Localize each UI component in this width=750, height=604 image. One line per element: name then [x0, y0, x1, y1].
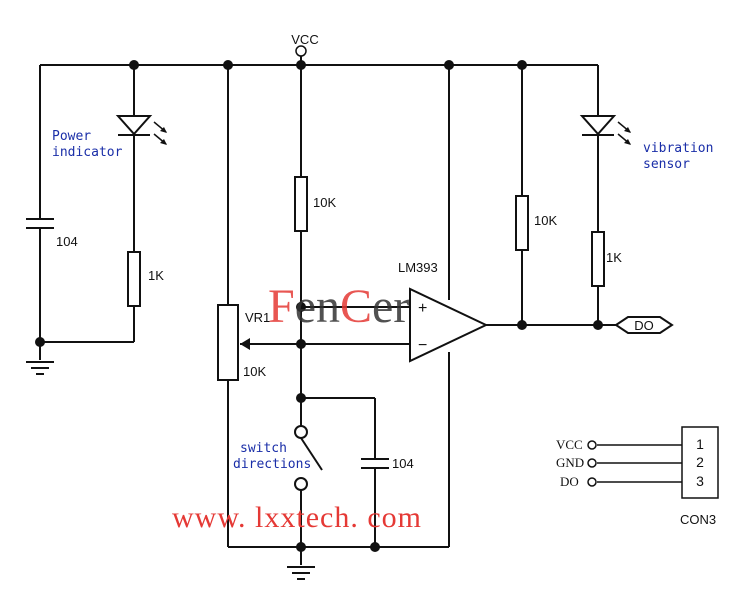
vibration-led [579, 115, 631, 145]
power-indicator-note-line2: indicator [52, 145, 123, 160]
vr1-name: VR1 [245, 310, 270, 325]
capacitor-c1-value: 104 [56, 234, 78, 249]
resistor-led1 [127, 251, 141, 307]
switch-note-line2: directions [233, 457, 311, 472]
brand-part-2: en [295, 280, 340, 333]
vr1-value: 10K [243, 364, 266, 379]
resistor-pullup-value: 10K [534, 213, 557, 228]
power-led [115, 115, 167, 145]
vr1-wiper-arrow [240, 338, 250, 350]
potentiometer-vr1 [217, 304, 239, 381]
vcc-terminal [295, 45, 307, 57]
con3-pin2-signal: GND [556, 455, 584, 470]
site-watermark: www. lxxtech. com [172, 501, 422, 534]
do-output-port [614, 316, 674, 334]
switch-contact-top [294, 425, 308, 439]
con3-pin1-signal: VCC [556, 437, 583, 452]
junction-dots [35, 60, 603, 552]
noninv-input-sign: + [418, 300, 427, 317]
resistor-led2-value: 1K [606, 250, 622, 265]
vibration-sensor-note-line1: vibration [643, 141, 713, 156]
brand-part-3: C [340, 280, 372, 333]
vcc-label: VCC [291, 32, 318, 47]
do-output-label: DO [634, 318, 654, 333]
con3-pin1-number: 1 [696, 436, 704, 452]
resistor-led1-value: 1K [148, 268, 164, 283]
con3-pin3-number: 3 [696, 473, 704, 489]
capacitor-c2-value: 104 [392, 456, 414, 471]
switch-note-line1: switch [240, 441, 287, 456]
resistor-r-top [294, 176, 308, 232]
comparator-label: LM393 [398, 260, 438, 275]
power-indicator-note-line1: Power [52, 129, 91, 144]
con3-pin3-signal: DO [560, 474, 579, 489]
con3-pin2-number: 2 [696, 454, 704, 470]
resistor-r-top-value: 10K [313, 195, 336, 210]
brand-part-1: F [268, 280, 295, 333]
brand-part-4: er [372, 280, 409, 333]
inv-input-sign: − [418, 337, 427, 354]
comparator-lm393 [409, 287, 489, 363]
vibration-sensor-note-line2: sensor [643, 157, 690, 172]
con3-label: CON3 [680, 512, 716, 527]
ground-symbol-left [26, 361, 54, 375]
resistor-led2 [591, 231, 605, 287]
ground-symbol-bottom [287, 566, 315, 580]
fencer-watermark: FenCer [268, 280, 409, 333]
resistor-pullup [515, 195, 529, 251]
vibration-switch-blade [300, 437, 323, 471]
connector-con3 [587, 426, 719, 499]
switch-contact-bottom [294, 477, 308, 491]
